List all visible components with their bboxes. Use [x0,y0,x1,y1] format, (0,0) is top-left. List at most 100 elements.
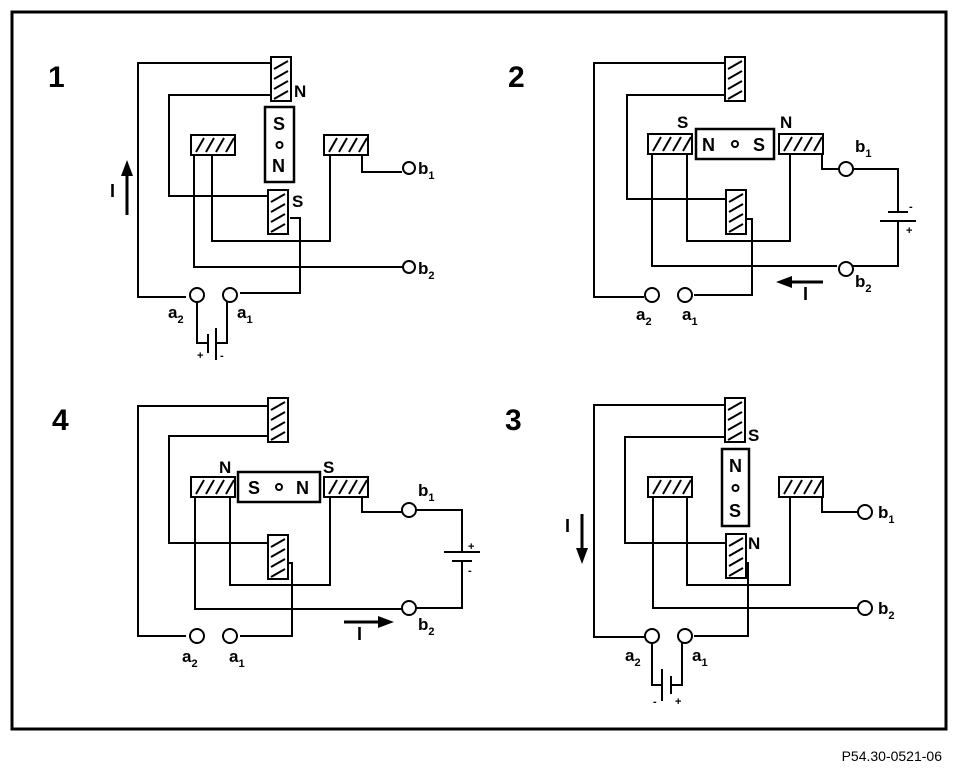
stator-coil-left [647,133,693,155]
rotor-magnet: S N [236,470,322,504]
stator-coil-top [267,397,289,443]
wire [593,62,838,298]
battery: - + [651,643,683,708]
terminal-label-a2: a2 [168,303,184,326]
stator-coil-top [270,56,292,102]
figure-code: P54.30-0521-06 [841,748,942,764]
current-label: I [357,624,362,644]
terminal-b2 [838,261,854,277]
battery: + - [416,509,480,609]
stator-coil-left [190,134,236,156]
magnet-pole-label: S [273,114,285,134]
magnet-pole-label: N [702,135,715,155]
magnet-pole-label: S [248,478,260,498]
terminal-b2 [402,260,416,274]
stator-coil-left [647,476,693,498]
magnet-pole-label: N [729,456,742,476]
coil-pole-label: N [294,82,306,101]
rotor-pivot [275,483,283,491]
terminal-b2 [401,600,417,616]
stator-coil-top [724,56,746,102]
terminal-label-a2: a2 [636,305,652,328]
rotor-magnet: N S [720,447,751,528]
rotor-pivot [731,140,739,148]
terminal-a1 [222,628,238,644]
terminal-label-b2: b2 [418,615,435,638]
battery-sign: - [220,350,224,362]
stator-coil-right [323,476,369,498]
battery: - + [853,168,916,267]
stator-coil-right [778,476,824,498]
stator-coil-right [778,133,824,155]
terminal-a1 [677,287,693,303]
terminal-label-a1: a1 [682,305,698,328]
rotor-pivot [731,484,740,492]
coil-pole-label: N [780,113,792,132]
stator-coil-bottom [267,189,289,235]
coil-pole-label: N [748,534,760,553]
stator-coil-top [724,397,746,443]
rotor-magnet: S N [263,105,296,184]
wire [593,404,857,638]
current-arrow: I [110,160,133,215]
coil-pole-label: S [677,113,688,132]
battery-sign: - [909,201,913,213]
rotor-pivot [275,141,284,149]
battery-sign: + [675,696,681,708]
battery-sign: + [197,350,203,362]
terminal-a2 [189,287,205,303]
panel-number: 2 [508,61,525,94]
magnet-pole-label: N [272,156,285,176]
terminal-label-b1: b1 [878,503,895,526]
panel-number: 1 [48,61,65,94]
magnet-pole-label: N [296,478,309,498]
battery-sign: - [653,696,657,708]
rotor-magnet: N S [694,127,776,161]
current-arrow: I [344,616,394,644]
current-arrow: I [776,276,823,304]
terminal-a2 [644,287,660,303]
terminal-a2 [644,628,660,644]
terminal-label-b1: b1 [418,481,435,504]
panel-number: 4 [52,404,69,437]
magnet-pole-label: S [729,501,741,521]
terminal-a2 [189,628,205,644]
terminal-label-a1: a1 [237,303,253,326]
terminal-label-a2: a2 [182,647,198,670]
current-arrow: I [565,514,588,564]
magnet-pole-label: S [753,135,765,155]
terminal-label-a1: a1 [229,647,245,670]
stator-coil-bottom [725,189,747,235]
terminal-b1 [402,161,416,175]
terminal-b1 [838,161,854,177]
terminal-a1 [677,628,693,644]
stator-coil-left [190,476,236,498]
terminal-label-b1: b1 [418,159,435,182]
current-label: I [565,516,570,536]
terminal-b1 [857,504,873,520]
terminal-label-b1: b1 [855,137,872,160]
terminal-label-a2: a2 [625,646,641,669]
terminal-label-a1: a1 [692,646,708,669]
wire [137,405,402,637]
diagram-frame [10,10,948,731]
terminal-b2 [857,600,873,616]
current-label: I [803,284,808,304]
battery-sign: - [468,565,472,577]
battery-sign: + [906,225,912,237]
wire [137,62,402,298]
stator-coil-right [323,134,369,156]
panel-number: 3 [505,404,522,437]
stator-coil-bottom [267,534,289,580]
terminal-b1 [401,502,417,518]
coil-pole-label: S [748,426,759,445]
terminal-label-b2: b2 [418,259,435,282]
terminal-label-b2: b2 [878,599,895,622]
coil-pole-label: N [219,458,231,477]
terminal-a1 [222,287,238,303]
terminal-label-b2: b2 [855,272,872,295]
coil-pole-label: S [292,192,303,211]
stator-coil-bottom [725,533,747,579]
battery-sign: + [468,541,474,553]
panel-2: 2 S N N S b1 b2 a2 a1 - + I [508,56,916,328]
